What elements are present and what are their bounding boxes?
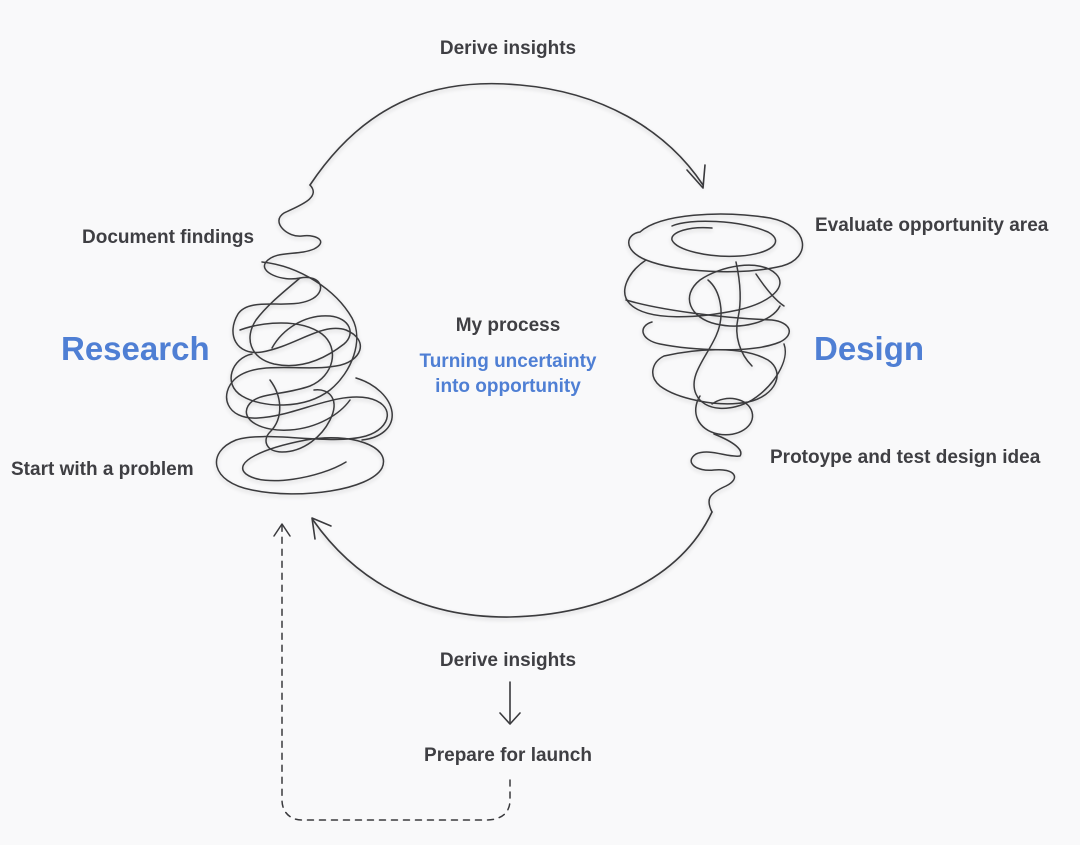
center-tagline: Turning uncertainty into opportunity (420, 349, 597, 399)
arrowhead-top (686, 164, 706, 189)
center-tagline-line1: Turning uncertainty (419, 351, 597, 372)
design-scribble (624, 213, 804, 513)
arc-research-to-design (309, 82, 704, 186)
start-problem-label: Start with a problem (11, 459, 194, 480)
dashed-return-path (281, 523, 511, 821)
bottom-derive-insights-label: Derive insights (439, 650, 577, 671)
center-tagline-line2: into opportunity (435, 376, 581, 397)
arrow-down-head (499, 712, 521, 725)
center-title: My process (455, 315, 561, 336)
arc-design-to-research (312, 511, 713, 618)
prepare-launch-label: Prepare for launch (424, 745, 592, 766)
evaluate-area-label: Evaluate opportunity area (815, 215, 1049, 236)
document-findings-label: Document findings (82, 227, 255, 248)
arrowhead-bottom (311, 517, 332, 540)
research-scribble (215, 184, 393, 495)
research-stage-title: Research (61, 330, 210, 367)
design-stage-title: Design (814, 330, 925, 367)
prototype-test-label: Protoype and test design idea (770, 447, 1041, 468)
dashed-return-arrowhead (273, 523, 291, 537)
top-derive-insights-label: Derive insights (439, 38, 577, 59)
